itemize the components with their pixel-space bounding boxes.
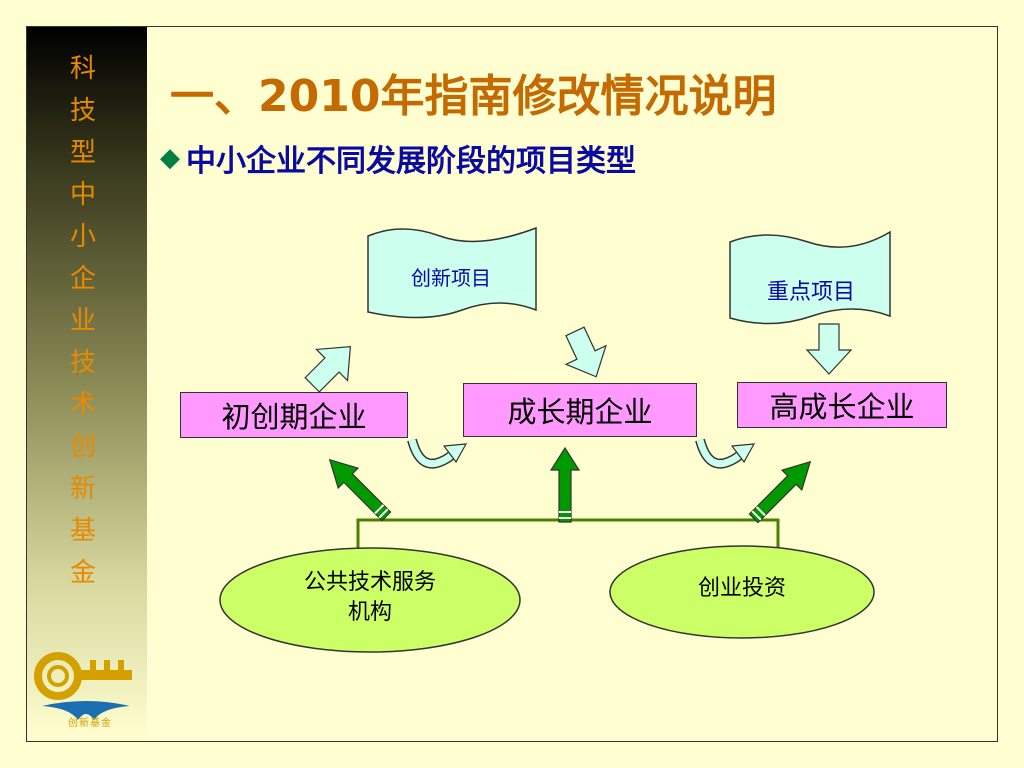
banner-key-shape <box>729 230 891 325</box>
sidebar-char: 企 <box>69 264 96 294</box>
banner-arrow-left <box>304 345 352 393</box>
banner-innovation-label: 创新项目 <box>411 266 491 290</box>
sidebar-char: 业 <box>69 306 96 336</box>
banner-innovation-shape <box>367 226 537 319</box>
sidebar-char: 金 <box>69 558 96 588</box>
banner-key-label: 重点项目 <box>766 280 855 305</box>
public-service-line2: 机构 <box>347 600 392 625</box>
transition-arrow-2 <box>695 438 756 469</box>
stage-growth: 成长期企业 <box>463 383 697 437</box>
stage-high-growth: 高成长企业 <box>737 382 947 428</box>
sidebar <box>27 27 147 741</box>
transition-arrow-1 <box>407 438 468 469</box>
sidebar-char: 小 <box>69 222 96 252</box>
sidebar-char: 基 <box>69 516 96 546</box>
slide-frame <box>26 26 998 742</box>
page-subtitle: ◆ 中小企业不同发展阶段的项目类型 <box>160 136 636 180</box>
sidebar-char: 技 <box>69 348 96 378</box>
support-arrow-right <box>748 460 812 524</box>
public-service-line1: 公共技术服务 <box>303 570 436 595</box>
public-service-label: 公共技术服务 机构 <box>250 568 490 628</box>
subtitle-text: 中小企业不同发展阶段的项目类型 <box>186 144 636 179</box>
banner-arrow-center <box>564 326 607 378</box>
stage-startup: 初创期企业 <box>180 392 408 438</box>
sidebar-char: 新 <box>69 474 96 504</box>
page-title: 一、2010年指南修改情况说明 <box>170 71 777 122</box>
sidebar-vertical-title: 科 技 型 中 小 企 业 技 术 创 新 基 金 <box>55 48 111 594</box>
sidebar-char: 术 <box>69 390 96 420</box>
ellipse-venture <box>609 545 875 639</box>
ellipse-public-service <box>219 547 521 653</box>
support-arrow-center <box>549 446 581 523</box>
sidebar-char: 中 <box>69 180 96 210</box>
banner-arrow-right <box>805 323 853 375</box>
logo-caption: 创新基金 <box>68 718 112 729</box>
support-arrow-left <box>328 458 392 522</box>
sidebar-char: 型 <box>69 138 96 168</box>
diamond-bullet-icon: ◆ <box>160 143 180 173</box>
sidebar-char: 创 <box>69 432 96 462</box>
sidebar-char: 科 <box>69 54 96 84</box>
venture-label: 创业投资 <box>697 576 786 601</box>
sidebar-char: 技 <box>69 96 96 126</box>
key-logo-icon <box>34 652 132 720</box>
